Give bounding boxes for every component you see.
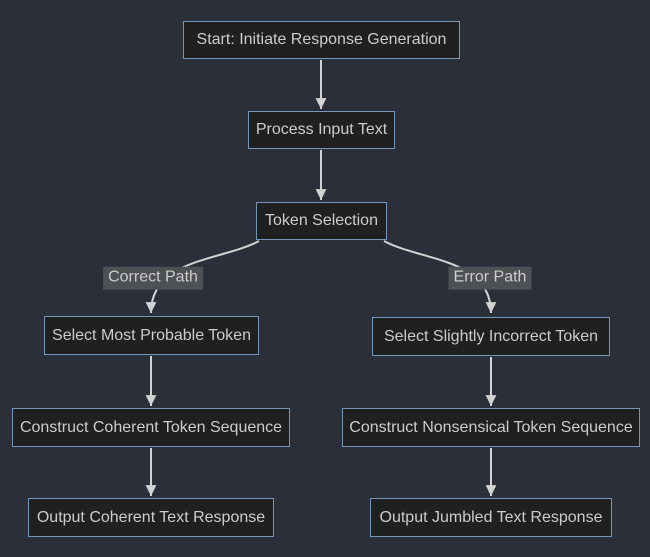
edge-label-correct-path: Correct Path xyxy=(103,266,203,290)
node-select-slightly-incorrect-token: Select Slightly Incorrect Token xyxy=(372,317,610,356)
node-process-input: Process Input Text xyxy=(248,111,395,149)
node-output-jumbled-text-response: Output Jumbled Text Response xyxy=(370,498,612,537)
edge-token-to-select-probable xyxy=(145,240,260,314)
node-start: Start: Initiate Response Generation xyxy=(183,21,460,59)
node-construct-nonsensical-token-sequence: Construct Nonsensical Token Sequence xyxy=(342,408,640,447)
edge-token-to-select-incorrect xyxy=(383,240,497,314)
node-construct-coherent-token-sequence: Construct Coherent Token Sequence xyxy=(12,408,290,447)
node-select-most-probable-token: Select Most Probable Token xyxy=(44,316,259,355)
node-output-coherent-text-response: Output Coherent Text Response xyxy=(28,498,274,537)
edge-label-error-path: Error Path xyxy=(448,266,532,290)
node-token-selection: Token Selection xyxy=(256,202,387,240)
